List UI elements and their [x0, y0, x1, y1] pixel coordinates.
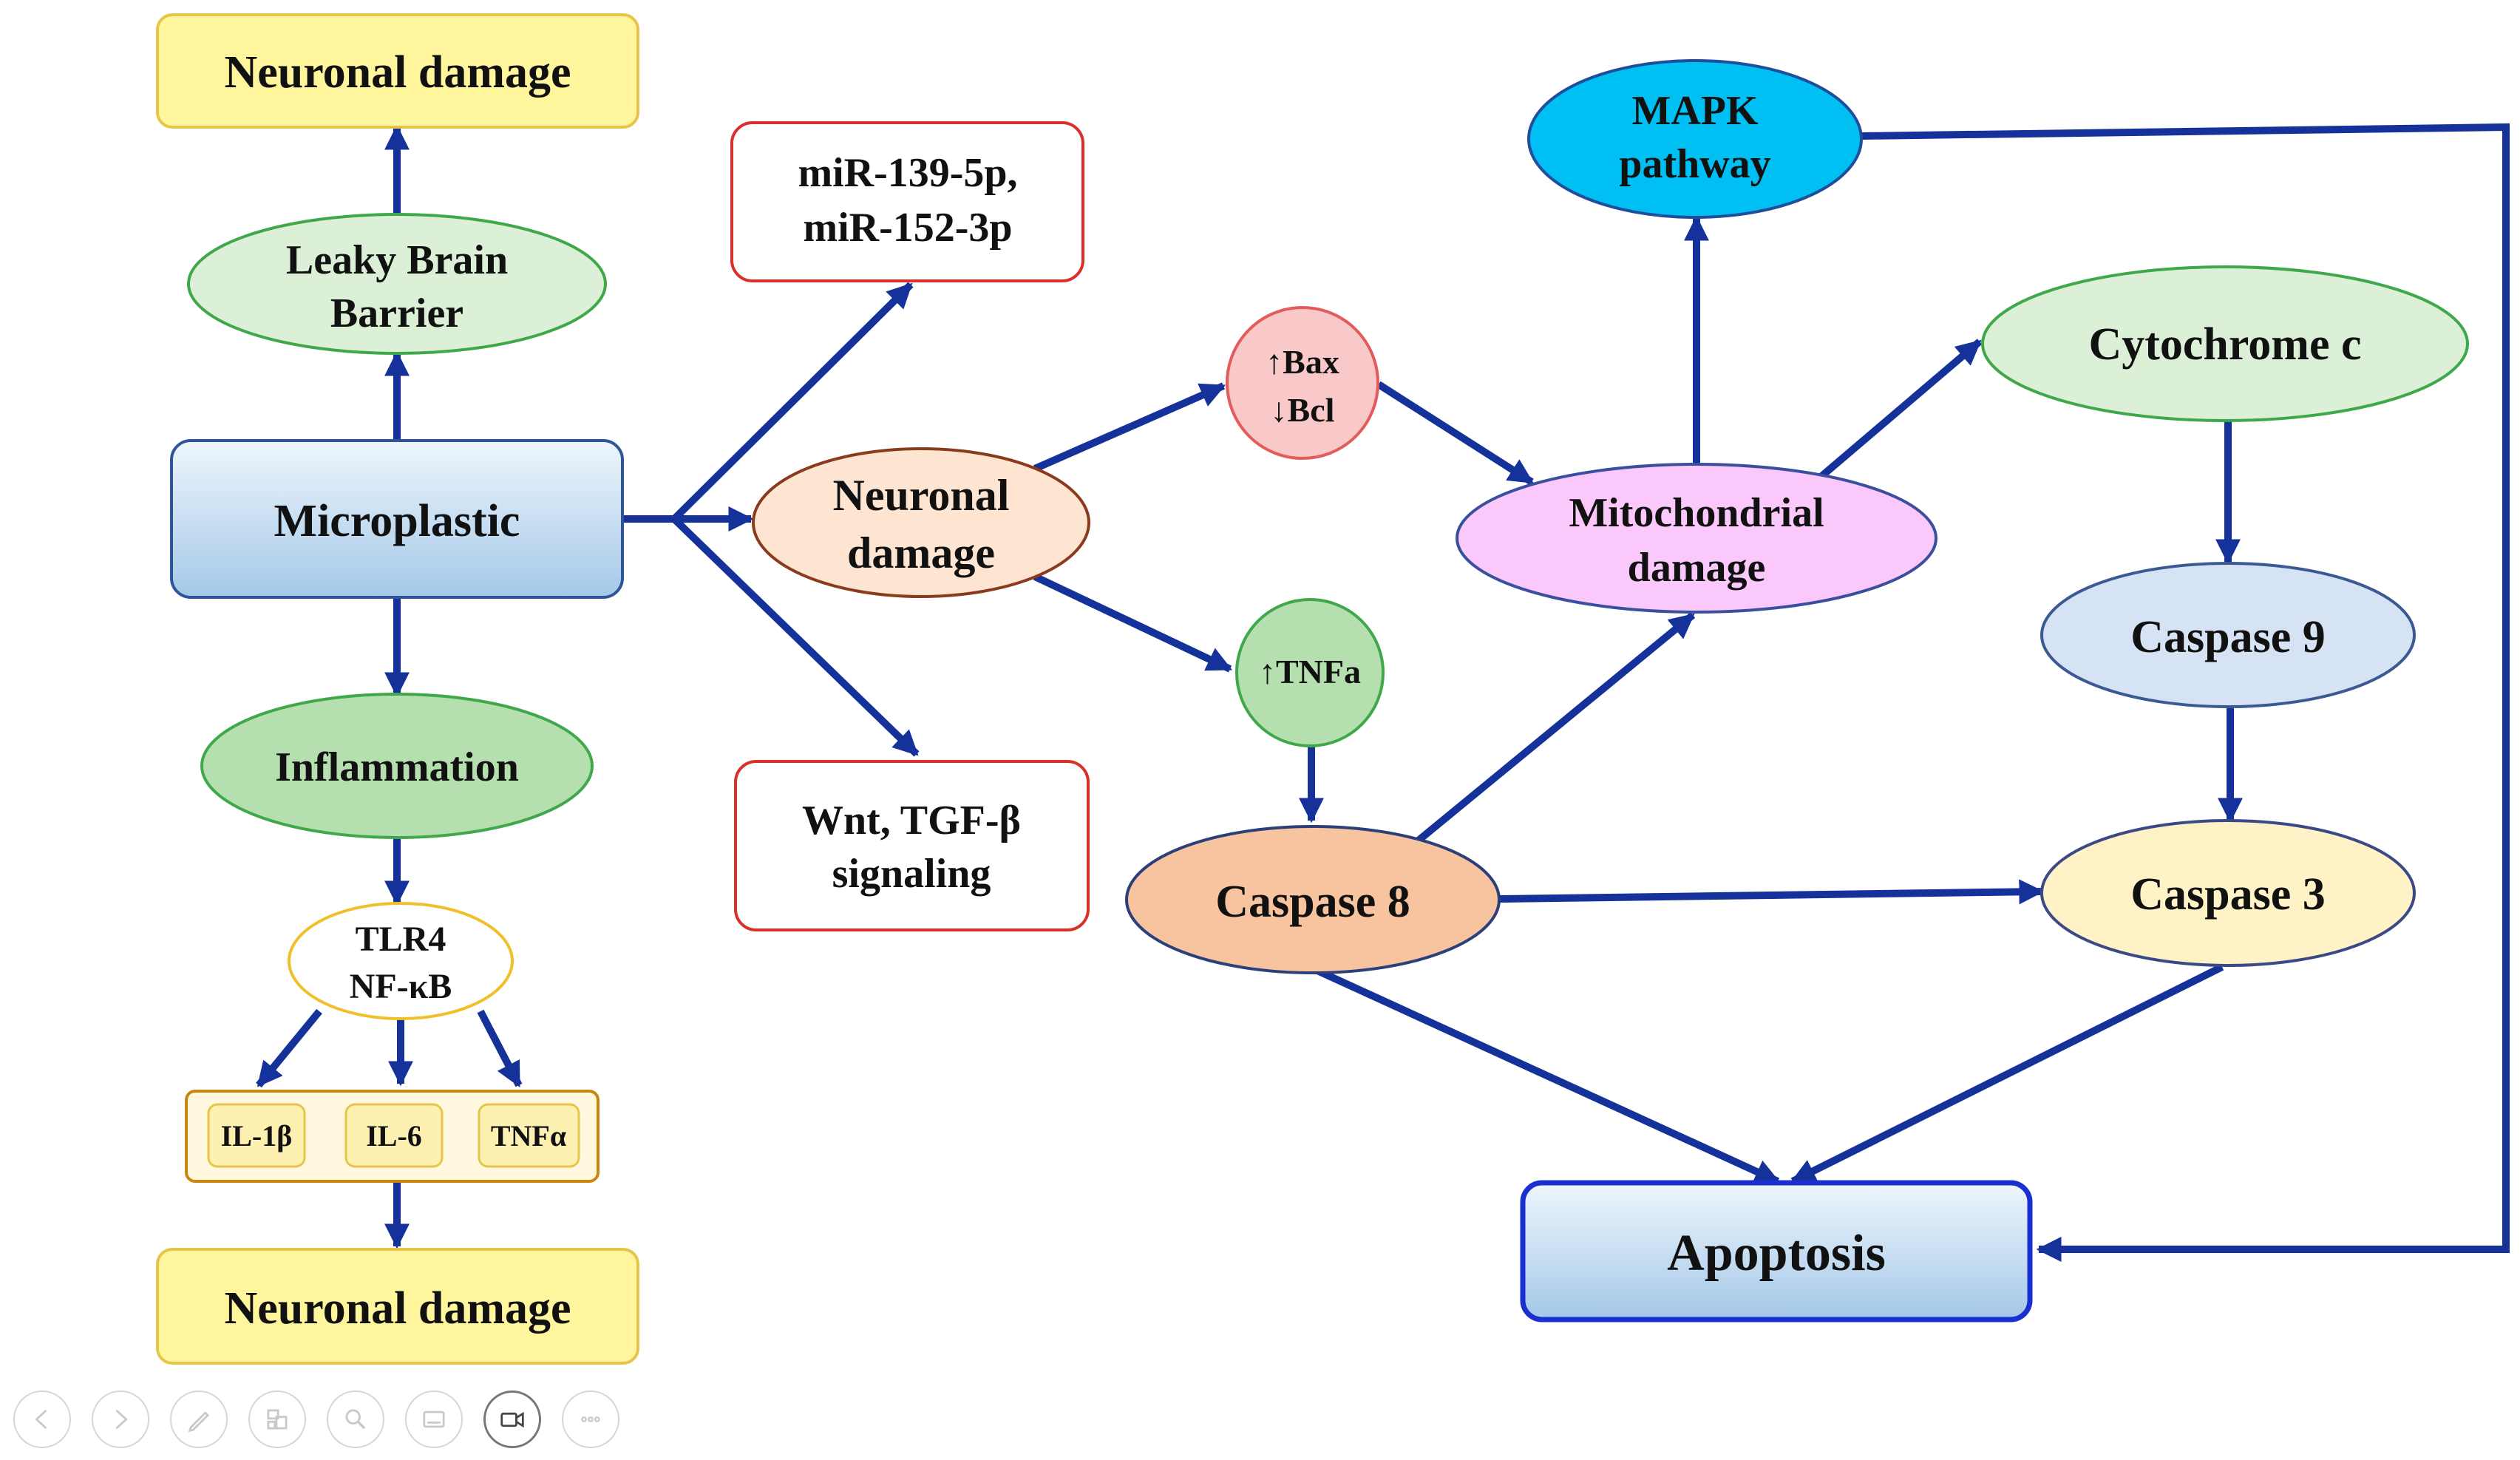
node-inflammation: Inflammation: [200, 693, 594, 839]
node-caspase3: Caspase 3: [2040, 819, 2416, 967]
node-cytochrome-c: Cytochrome c: [1981, 265, 2469, 422]
label-bcl: ↓Bcl: [1271, 391, 1335, 429]
label-neuronal-damage-bottom: Neuronal damage: [224, 1283, 571, 1334]
node-tlr4-nfkb: TLR4 NF-κB: [288, 902, 514, 1020]
node-wnt-tgf: Wnt, TGF-β signaling: [734, 760, 1090, 931]
node-leaky-brain-barrier: Leaky Brain Barrier: [187, 213, 607, 355]
label-caspase3: Caspase 3: [2130, 869, 2326, 920]
node-caspase8: Caspase 8: [1125, 825, 1501, 974]
next-icon: [115, 1409, 128, 1430]
label-inflammation: Inflammation: [275, 744, 519, 790]
label-tnfa-cytokine: TNFα: [491, 1119, 566, 1152]
label-pathway: pathway: [1619, 141, 1770, 187]
arrow-neuronal-damage-to-bax: [1033, 382, 1226, 472]
label-cytochrome-c: Cytochrome c: [2088, 319, 2361, 370]
slides-icon: [267, 1409, 288, 1430]
label-bax: ↑Bax: [1266, 343, 1339, 381]
arrow-neuronal-damage-to-tnfa: [1033, 573, 1233, 673]
label-nfkb: NF-κB: [350, 967, 452, 1006]
node-neuronal-damage-bottom: Neuronal damage: [156, 1248, 639, 1365]
arrow-branch-to-wnt: [671, 516, 920, 757]
node-neuronal-damage-mid: Neuronal damage: [752, 447, 1090, 598]
node-neuronal-damage-top: Neuronal damage: [156, 13, 639, 129]
arrow-caspase3-to-apoptosis: [1790, 963, 2224, 1185]
label-apoptosis: Apoptosis: [1667, 1225, 1886, 1282]
more-button[interactable]: [562, 1391, 619, 1448]
previous-button[interactable]: [13, 1391, 71, 1448]
node-mirna: miR-139-5p, miR-152-3p: [730, 121, 1084, 282]
label-il1b: IL-1β: [221, 1119, 293, 1152]
node-caspase9: Caspase 9: [2040, 562, 2416, 708]
arrow-caspase8-to-caspase3: [1498, 879, 2045, 905]
label-mir152: miR-152-3p: [803, 205, 1012, 251]
presentation-toolbar: [13, 1390, 619, 1449]
node-microplastic: Microplastic: [170, 439, 624, 599]
zoom-button[interactable]: [327, 1391, 384, 1448]
label-caspase9: Caspase 9: [2130, 612, 2326, 662]
node-tnfa-cytokine: TNFα: [478, 1103, 580, 1168]
label-mir139: miR-139-5p,: [798, 150, 1017, 196]
previous-icon: [35, 1409, 47, 1430]
arrow-caspase8-to-apoptosis: [1314, 966, 1781, 1185]
label-barrier: Barrier: [330, 291, 463, 336]
node-il1b: IL-1β: [207, 1103, 306, 1168]
arrow-tlr4-to-tnfa: [477, 1009, 523, 1088]
label-mapk: MAPK: [1631, 88, 1759, 134]
node-il6: IL-6: [344, 1103, 444, 1168]
label-leaky-brain: Leaky Brain: [286, 237, 508, 283]
cytokine-group: IL-1β IL-6 TNFα: [185, 1090, 600, 1183]
label-neuronal-damage-top: Neuronal damage: [224, 47, 571, 98]
node-apoptosis: Apoptosis: [1520, 1180, 2033, 1323]
node-bax-bcl: ↑Bax ↓Bcl: [1226, 306, 1379, 460]
label-tlr4: TLR4: [356, 920, 446, 959]
subtitles-icon: [423, 1410, 445, 1428]
label-tnfa-up: ↑TNFa: [1259, 653, 1361, 690]
label-mito-damage: damage: [1628, 545, 1766, 591]
label-neuronal: Neuronal: [833, 471, 1010, 520]
arrow-caspase8-to-mitochondrial: [1413, 612, 1696, 846]
pen-icon: [189, 1411, 210, 1433]
node-mitochondrial: Mitochondrial damage: [1456, 463, 1937, 614]
label-il6: IL-6: [366, 1119, 422, 1152]
arrow-tlr4-to-il1b: [256, 1008, 322, 1088]
next-button[interactable]: [92, 1391, 149, 1448]
label-mitochondrial: Mitochondrial: [1569, 490, 1824, 536]
arrow-mapk-to-apoptosis: [1861, 123, 2510, 1263]
slides-button[interactable]: [248, 1391, 306, 1448]
zoom-icon: [345, 1409, 366, 1430]
subtitles-button[interactable]: [405, 1391, 463, 1448]
node-mapk: MAPK pathway: [1527, 59, 1863, 219]
more-icon: [581, 1416, 600, 1422]
pen-button[interactable]: [170, 1391, 228, 1448]
camera-icon: [500, 1411, 524, 1428]
label-microplastic: Microplastic: [274, 496, 520, 546]
arrow-bax-to-mitochondrial: [1376, 381, 1534, 486]
label-caspase8: Caspase 8: [1215, 877, 1410, 927]
label-wnt-tgf: Wnt, TGF-β: [802, 798, 1021, 843]
arrow-branch-to-mirna: [671, 282, 914, 522]
node-tnfa-up: ↑TNFa: [1235, 598, 1385, 747]
label-signaling: signaling: [832, 851, 991, 897]
arrows: [256, 123, 2510, 1263]
camera-button[interactable]: [483, 1391, 541, 1448]
arrow-mitochondrial-to-cytochrome: [1817, 339, 1983, 481]
label-damage: damage: [847, 529, 995, 577]
